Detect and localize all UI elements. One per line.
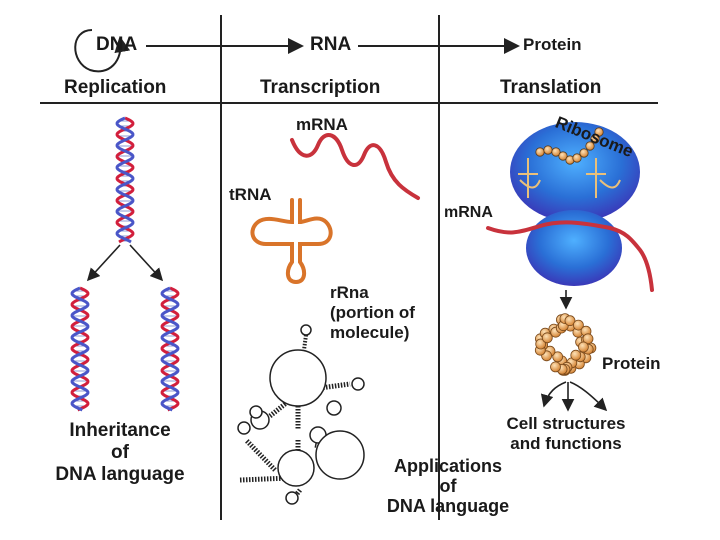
dna-helix-top: [115, 116, 135, 244]
mrna-label: mRNA: [296, 115, 348, 134]
header-divider: [40, 102, 658, 104]
ribosome-mrna-label: mRNA: [444, 204, 493, 221]
rrna-loop: [351, 377, 365, 391]
rrna-loop: [326, 400, 342, 416]
replication-loop-arrow: [74, 29, 131, 73]
rrna-loop: [285, 491, 299, 505]
dna-label: DNA: [96, 34, 138, 55]
rrna-stem: [319, 381, 351, 391]
amino-acid-bead: [558, 151, 568, 161]
strand-red: [160, 286, 180, 412]
protein-bead: [552, 351, 564, 363]
dna-helix-right: [160, 286, 180, 412]
split-arrow-right: [129, 244, 164, 282]
cell-functions-caption: Cell structures and functions: [476, 414, 656, 454]
applications-caption-line2: of: [439, 476, 457, 496]
strand-red: [115, 116, 135, 244]
protein-bead: [550, 361, 561, 373]
rrna-label-line2: (portion of: [330, 303, 415, 322]
split-arrow-left: [86, 244, 121, 282]
inheritance-caption-line3: DNA language: [55, 464, 185, 485]
amino-acid-bead: [594, 127, 604, 137]
rrna-structure: [237, 324, 365, 505]
protein-bead: [578, 341, 589, 353]
mrna-strand: [290, 133, 420, 200]
rrna-loop: [249, 405, 263, 419]
rrna-loop: [269, 349, 327, 407]
protein-result-label: Protein: [602, 354, 661, 373]
cell-functions-line2: and functions: [510, 434, 622, 453]
dna-helix-left: [70, 286, 90, 412]
column-divider-right: [438, 15, 440, 520]
applications-caption-line1: Applications: [393, 456, 502, 476]
rrna-stem: [239, 475, 291, 483]
trna-cloverleaf: [250, 198, 333, 285]
protein-bead: [541, 332, 553, 344]
ribosome-mrna-strand: [486, 220, 654, 292]
protein-to-function-arrows: [540, 381, 608, 412]
strand-blue: [70, 286, 90, 412]
amino-acid-bead: [543, 145, 553, 155]
translation-heading: Translation: [500, 77, 602, 98]
amino-acid-bead: [590, 134, 600, 144]
inheritance-caption-line2: of: [111, 442, 129, 463]
protein-bead: [570, 349, 582, 361]
rrna-label: rRna (portion of molecule): [330, 283, 415, 343]
ribosome: [510, 122, 640, 286]
protein-bead: [564, 315, 576, 327]
amino-acid-bead: [585, 141, 595, 151]
strand-blue: [115, 116, 135, 244]
rrna-loop: [277, 449, 315, 487]
rrna-loop: [300, 324, 312, 336]
protein-label: Protein: [523, 35, 582, 54]
protein-bead: [582, 333, 594, 345]
amino-acid-bead: [579, 148, 589, 158]
rrna-label-line3: molecule): [330, 323, 410, 342]
inheritance-caption-line1: Inheritance: [69, 420, 171, 441]
rrna-loop: [237, 421, 251, 435]
cell-functions-line1: Cell structures: [506, 414, 626, 433]
amino-acid-bead: [551, 147, 561, 157]
rna-label: RNA: [310, 34, 352, 55]
replication-heading: Replication: [64, 77, 167, 98]
rrna-stem: [244, 438, 277, 472]
amino-acid-bead: [535, 147, 545, 157]
rrna-loop: [315, 430, 365, 480]
rrna-stem: [302, 334, 308, 351]
transcription-heading: Transcription: [260, 77, 381, 98]
strand-red: [70, 286, 90, 412]
applications-caption: Applications of DNA language: [368, 456, 528, 516]
applications-caption-line3: DNA language: [386, 496, 510, 516]
ribosome-bead-chain: [535, 127, 604, 165]
column-divider-left: [220, 15, 222, 520]
trna-label: tRNA: [229, 185, 272, 204]
folded-protein: [534, 313, 597, 376]
protein-bead: [573, 319, 584, 331]
amino-acid-bead: [572, 153, 582, 163]
strand-blue: [160, 286, 180, 412]
inheritance-caption: Inheritance of DNA language: [40, 420, 200, 486]
rrna-label-line1: rRna: [330, 283, 369, 302]
protein-bead: [535, 338, 547, 350]
